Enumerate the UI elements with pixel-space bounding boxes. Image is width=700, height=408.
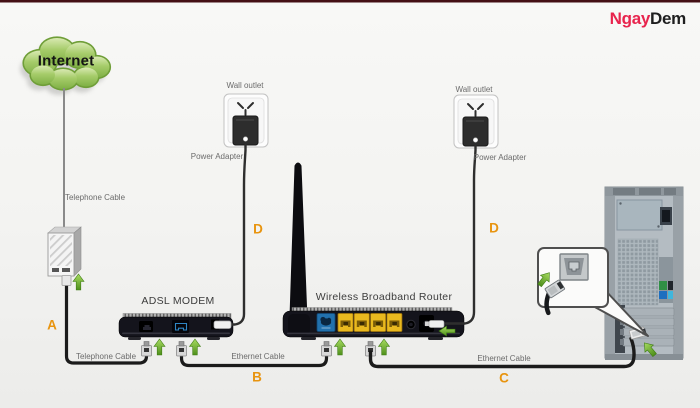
- green-up-arrow-icon: [72, 273, 85, 291]
- step-letter-b: B: [252, 369, 262, 385]
- antenna-base: [288, 314, 310, 335]
- adsl-modem: [118, 313, 234, 340]
- socket-holes: [467, 103, 484, 117]
- ethernet-cable-b: [179, 350, 329, 368]
- wall-outlet-left: [223, 93, 269, 148]
- brand-name-part1: Ngay: [609, 9, 651, 28]
- ethernet-cable-c: [368, 336, 636, 369]
- modem-power-connector: [213, 320, 232, 329]
- ethernet-cable-b-label: Ethernet Cable: [231, 352, 285, 361]
- green-up-arrow-icon: [153, 338, 166, 356]
- computer-tower: [604, 186, 684, 360]
- router-lan-ports: [337, 313, 403, 332]
- ethernet-port-callout: [534, 247, 649, 337]
- ethernet-cable-c-label: Ethernet Cable: [477, 354, 531, 363]
- adsl-modem-label: ADSL MODEM: [141, 294, 215, 307]
- adapter-led: [472, 137, 478, 143]
- wireless-router-label: Wireless Broadband Router: [315, 290, 453, 303]
- brand-name-part2: Dem: [650, 9, 686, 28]
- power-cable-d-left: [227, 143, 247, 326]
- power-adapter-left-label: Power Adapter: [190, 152, 244, 161]
- step-letter-d-right: D: [489, 220, 499, 236]
- green-up-arrow-icon: [378, 338, 390, 356]
- power-cable-d-right: [444, 144, 477, 325]
- internet-label: Internet: [37, 52, 95, 70]
- callout-connector: [544, 279, 566, 316]
- callout-rj45-port: [559, 253, 589, 281]
- top-accent-bar: [0, 0, 700, 3]
- cable-connector: [176, 341, 187, 357]
- router-power-plug: [428, 320, 445, 328]
- socket-holes: [237, 102, 254, 116]
- power-adapter-right-label: Power Adapter: [473, 153, 527, 162]
- cable-connector: [141, 341, 152, 357]
- wall-outlet-left-label: Wall outlet: [226, 81, 264, 90]
- telephone-wall-socket: [47, 226, 82, 277]
- wall-outlet-right: [453, 94, 499, 149]
- green-up-arrow-icon: [334, 338, 346, 356]
- step-letter-c: C: [499, 370, 509, 386]
- adapter-led: [243, 136, 249, 142]
- router-wan-port: [316, 313, 336, 332]
- tower-vent-grid: [617, 238, 659, 306]
- wireless-router: [282, 162, 465, 340]
- telephone-cable-top-label: Telephone Cable: [64, 193, 126, 202]
- green-up-arrow-icon: [189, 338, 201, 356]
- wall-outlet-right-label: Wall outlet: [455, 85, 493, 94]
- tower-io-ports: [659, 281, 673, 299]
- telephone-cable-bottom-label: Telephone Cable: [75, 352, 137, 361]
- brand-logo: NgayDem: [609, 9, 687, 29]
- socket-hatch-face: [50, 235, 72, 266]
- router-antenna: [289, 162, 308, 333]
- internet-cloud: [20, 36, 112, 95]
- step-letter-a: A: [47, 317, 57, 333]
- socket-plug: [61, 275, 72, 286]
- tower-psu: [616, 199, 672, 231]
- telephone-cable-a: [64, 282, 149, 365]
- cable-connector: [321, 341, 332, 357]
- step-letter-d-left: D: [253, 221, 263, 237]
